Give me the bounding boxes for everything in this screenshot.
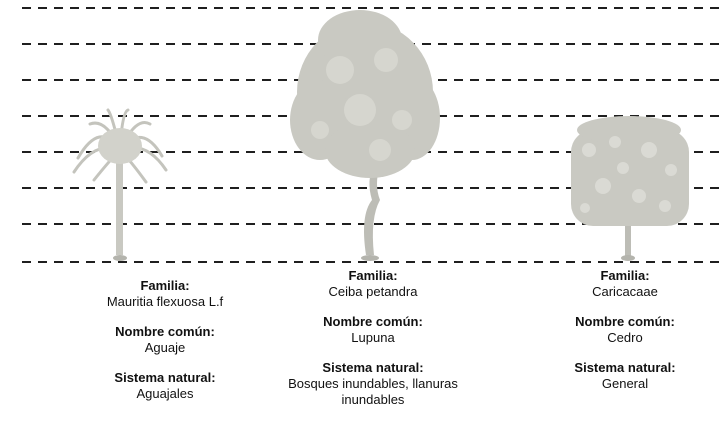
sistema-natural-value: Aguajales [70, 386, 260, 402]
nombre-comun-label: Nombre común: [70, 324, 260, 340]
familia-block: Familia: Caricacaae [530, 268, 720, 300]
nombre-comun-block: Nombre común: Cedro [530, 314, 720, 346]
sistema-natural-block: Sistema natural: General [530, 360, 720, 392]
species-info-aguaje: Familia: Mauritia flexuosa L.f Nombre co… [70, 278, 260, 416]
familia-label: Familia: [270, 268, 476, 284]
nombre-comun-value: Lupuna [270, 330, 476, 346]
familia-label: Familia: [70, 278, 260, 294]
species-info-cedro: Familia: Caricacaae Nombre común: Cedro … [530, 268, 720, 406]
nombre-comun-value: Aguaje [70, 340, 260, 356]
palm-tree-illustration [70, 0, 170, 262]
sistema-natural-label: Sistema natural: [70, 370, 260, 386]
cedro-tree-illustration [565, 0, 695, 262]
ceiba-tree-illustration [290, 0, 440, 262]
sistema-natural-block: Sistema natural: Aguajales [70, 370, 260, 402]
nombre-comun-label: Nombre común: [530, 314, 720, 330]
familia-value: Ceiba petandra [270, 284, 476, 300]
familia-value: Mauritia flexuosa L.f [70, 294, 260, 310]
familia-block: Familia: Ceiba petandra [270, 268, 476, 300]
nombre-comun-block: Nombre común: Aguaje [70, 324, 260, 356]
sistema-natural-block: Sistema natural: Bosques inundables, lla… [270, 360, 476, 408]
sistema-natural-value: General [530, 376, 720, 392]
nombre-comun-label: Nombre común: [270, 314, 476, 330]
familia-block: Familia: Mauritia flexuosa L.f [70, 278, 260, 310]
sistema-natural-label: Sistema natural: [270, 360, 476, 376]
nombre-comun-value: Cedro [530, 330, 720, 346]
sistema-natural-value: Bosques inundables, llanuras inundables [270, 376, 476, 408]
nombre-comun-block: Nombre común: Lupuna [270, 314, 476, 346]
familia-label: Familia: [530, 268, 720, 284]
familia-value: Caricacaae [530, 284, 720, 300]
species-info-lupuna: Familia: Ceiba petandra Nombre común: Lu… [270, 268, 476, 422]
sistema-natural-label: Sistema natural: [530, 360, 720, 376]
